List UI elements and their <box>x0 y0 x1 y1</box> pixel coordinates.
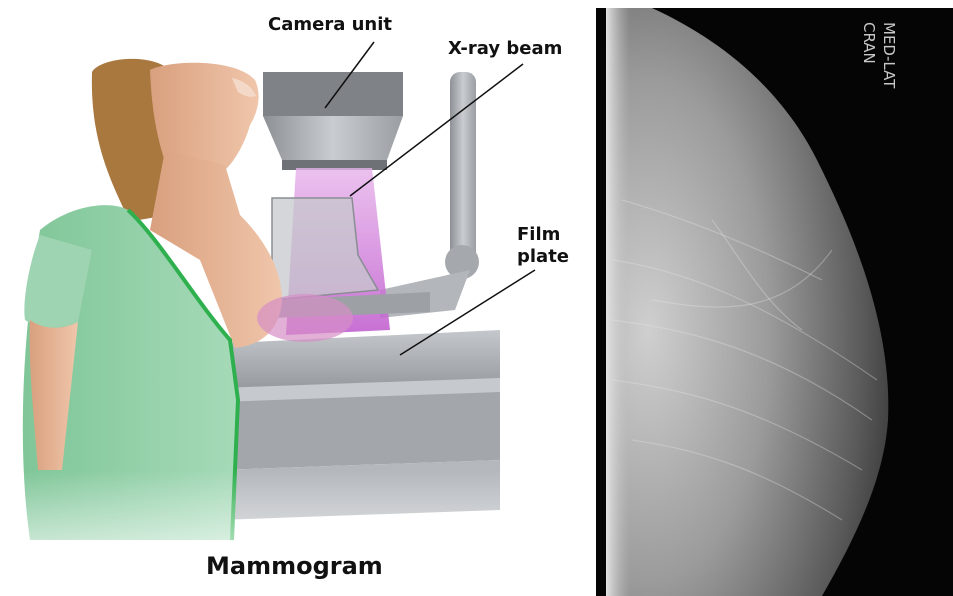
caption: Mammogram <box>206 552 383 580</box>
xray-marker-line2: CRAN <box>860 22 878 64</box>
xray-beam-label: X-ray beam <box>448 38 562 60</box>
mammogram-xray-image: MED-LAT CRAN <box>592 0 953 596</box>
camera-unit-shape <box>263 72 403 170</box>
mammogram-illustration <box>0 0 592 596</box>
film-plate-label: Film plate <box>517 224 587 268</box>
illustration-panel: Camera unit X-ray beam Film plate Mammog… <box>0 0 592 596</box>
film-plate-label-line1: Film <box>517 224 587 246</box>
xray-marker-line1: MED-LAT <box>880 22 898 89</box>
film-plate-label-line2: plate <box>517 246 587 268</box>
xray-panel: MED-LAT CRAN <box>592 0 953 596</box>
camera-unit-label: Camera unit <box>268 14 392 36</box>
